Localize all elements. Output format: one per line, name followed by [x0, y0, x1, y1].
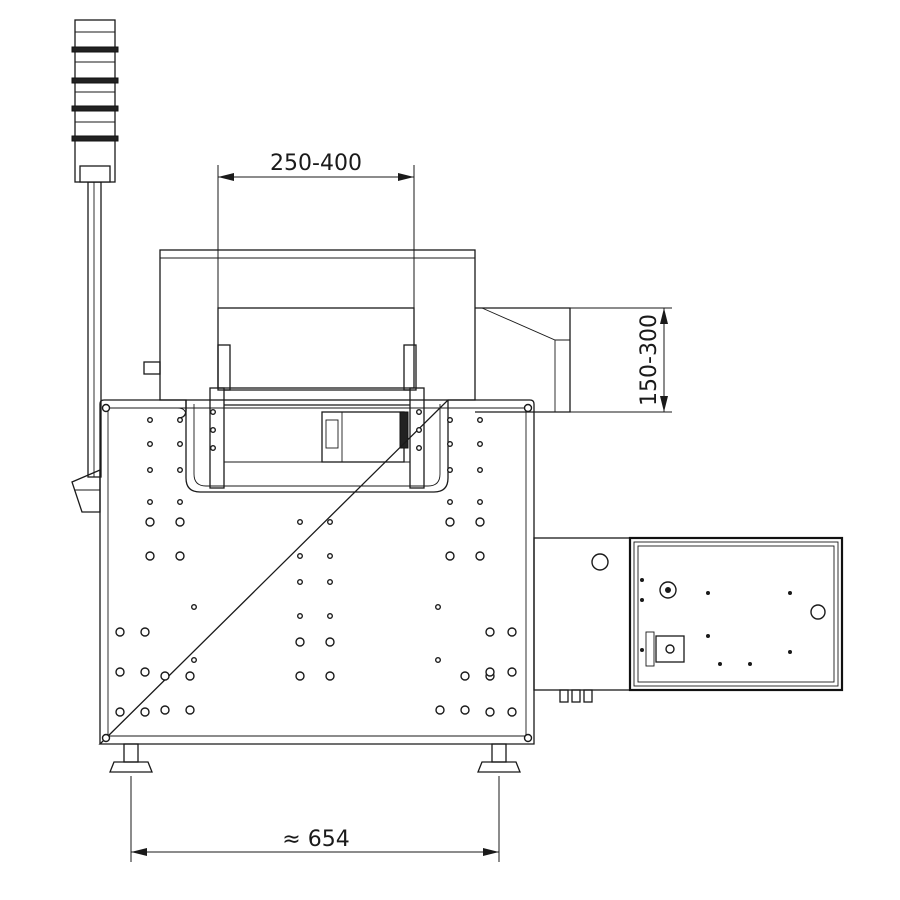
mounting-hole — [175, 517, 185, 527]
mounting-hole — [185, 671, 195, 681]
mounting-hole — [445, 517, 455, 527]
mounting-hole-small — [297, 553, 304, 560]
mounting-hole — [507, 667, 517, 677]
mounting-hole — [435, 705, 445, 715]
mounting-hole-small — [447, 499, 454, 506]
mounting-hole-small — [146, 417, 153, 424]
mounting-hole — [445, 551, 455, 561]
mounting-hole — [295, 637, 305, 647]
mounting-hole — [115, 667, 125, 677]
mounting-hole-small — [176, 467, 183, 474]
mounting-hole — [295, 671, 305, 681]
mounting-hole-small — [327, 579, 334, 586]
dimension-foot-spacing: ≈ 654 — [130, 776, 500, 862]
width-range-label: 250-400 — [270, 151, 362, 176]
mounting-hole-small — [416, 409, 423, 416]
mounting-hole-small — [297, 579, 304, 586]
mounting-hole — [485, 667, 495, 677]
mounting-hole — [160, 705, 170, 715]
mounting-hole-small — [146, 499, 153, 506]
mounting-hole-small — [146, 467, 153, 474]
mounting-hole-small — [447, 441, 454, 448]
mounting-hole-small — [176, 499, 183, 506]
mounting-hole-small — [477, 417, 484, 424]
mounting-hole — [475, 517, 485, 527]
mounting-hole-small — [416, 445, 423, 452]
mounting-hole-small — [477, 467, 484, 474]
mounting-hole — [460, 671, 470, 681]
mounting-hole — [140, 667, 150, 677]
mounting-hole — [325, 637, 335, 647]
mounting-hole — [507, 627, 517, 637]
mounting-hole-small — [435, 604, 442, 611]
mounting-hole-small — [297, 613, 304, 620]
mounting-hole — [185, 705, 195, 715]
mounting-hole — [160, 671, 170, 681]
mounting-holes — [115, 409, 517, 717]
foot-spacing-label: ≈ 654 — [282, 827, 349, 852]
mounting-hole-small — [176, 417, 183, 424]
mounting-hole-small — [297, 519, 304, 526]
height-range-label: 150-300 — [637, 314, 662, 406]
cable-glands — [559, 689, 593, 703]
mounting-hole-small — [477, 441, 484, 448]
mounting-hole-small — [146, 441, 153, 448]
signal-tower — [71, 19, 119, 513]
mounting-hole-small — [190, 657, 197, 664]
mounting-hole — [115, 627, 125, 637]
mounting-hole — [475, 551, 485, 561]
mounting-hole-small — [209, 409, 216, 416]
dimension-width: 250-400 — [217, 151, 415, 345]
mounting-hole-small — [327, 519, 334, 526]
aperture-frame — [185, 344, 449, 493]
mounting-hole-small — [209, 427, 216, 434]
mounting-hole-small — [327, 613, 334, 620]
control-box — [533, 536, 844, 703]
leveling-feet — [109, 743, 521, 773]
mounting-hole — [460, 705, 470, 715]
mounting-hole — [145, 551, 155, 561]
mounting-hole — [140, 707, 150, 717]
mounting-hole-small — [435, 657, 442, 664]
mounting-hole — [115, 707, 125, 717]
mounting-hole — [485, 627, 495, 637]
mounting-hole-small — [209, 445, 216, 452]
mounting-hole — [485, 707, 495, 717]
mounting-hole-small — [327, 553, 334, 560]
mounting-hole — [507, 707, 517, 717]
mounting-hole-small — [176, 441, 183, 448]
mounting-hole-small — [447, 417, 454, 424]
mounting-hole-small — [477, 499, 484, 506]
mounting-hole — [140, 627, 150, 637]
detector-hood — [143, 249, 571, 413]
dimension-height: 150-300 — [484, 307, 672, 413]
main-cabinet — [98, 399, 535, 745]
mounting-hole-small — [190, 604, 197, 611]
mounting-hole-small — [447, 467, 454, 474]
mounting-hole — [325, 671, 335, 681]
mounting-hole — [145, 517, 155, 527]
mounting-hole — [175, 551, 185, 561]
mounting-hole-small — [416, 427, 423, 434]
